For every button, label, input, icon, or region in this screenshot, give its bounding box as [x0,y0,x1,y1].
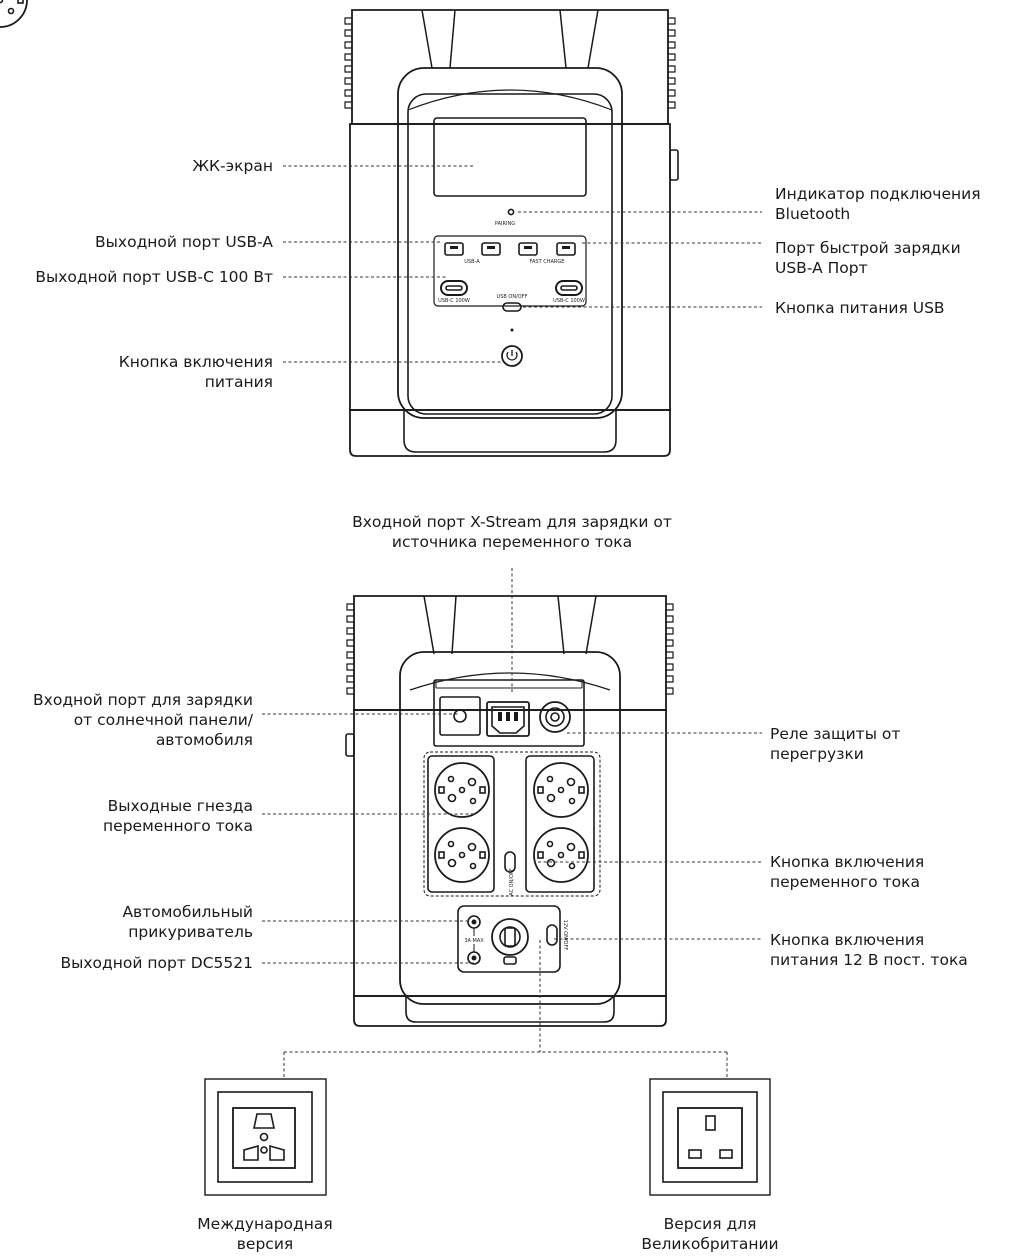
label-fast-charge: Порт быстрой зарядки USB-A Порт [775,239,961,277]
dc-onoff-text: 12V ON/OFF [562,920,568,951]
power-button [501,345,523,367]
label-xstream: Входной порт X-Stream для зарядки от ист… [352,513,672,551]
overload-protector [539,701,571,733]
usb-onoff-text: USB ON/OFF [497,294,528,300]
usb-power-button [502,302,522,312]
label-international: Международная версия [197,1215,333,1253]
label-overload: Реле защиты от перегрузки [770,725,901,763]
ac-outlet-3 [434,827,490,883]
rear-view: AC ON/OFF 3A MAX 12V ON/OFF [0,0,674,1027]
front-view: PAIRING USB-A FAST CHARGE USB-C 100W USB… [344,9,679,457]
label-usb-power: Кнопка питания USB [775,299,945,317]
usb-c-right-text: USB-C 100W [553,298,585,304]
label-usb-c: Выходной порт USB-C 100 Вт [35,268,273,286]
usb-a-text: USB-A [464,259,480,265]
bluetooth-indicator [507,208,515,216]
label-car-lighter: Автомобильный прикуриватель [122,903,253,941]
label-usb-a: Выходной порт USB-A [95,233,273,251]
label-dc-button: Кнопка включения питания 12 В пост. тока [770,931,968,969]
xstream-ac-input [486,701,530,737]
dc-power-button [546,924,558,946]
solar-input-port [453,709,467,723]
ac-outlet-4 [533,827,589,883]
label-solar: Входной порт для зарядки от солнечной па… [33,691,253,749]
ac-outlet-2 [533,762,589,818]
leader-lines [262,165,762,1079]
label-lcd: ЖК-экран [192,157,273,175]
max-text: 3A MAX [464,938,484,944]
uk-socket-icon [649,1078,771,1196]
lcd-screen [433,117,587,197]
international-socket-icon [204,1078,327,1196]
label-ac-button: Кнопка включения переменного тока [770,853,925,891]
pairing-text: PAIRING [495,221,515,227]
usb-c-left-text: USB-C 100W [438,298,470,304]
label-dc5521: Выходной порт DC5521 [60,954,253,972]
ac-outlet-1 [434,762,490,818]
label-bluetooth: Индикатор подключения Bluetooth [775,185,981,223]
ac-power-button [504,851,516,873]
fast-charge-text: FAST CHARGE [530,259,565,265]
ac-onoff-text: AC ON/OFF [509,868,515,896]
label-power-button: Кнопка включения питания [118,353,273,391]
label-uk: Версия для Великобритании [641,1215,779,1253]
label-ac-outlets: Выходные гнезда переменного тока [103,797,253,835]
car-lighter-socket [491,918,529,956]
